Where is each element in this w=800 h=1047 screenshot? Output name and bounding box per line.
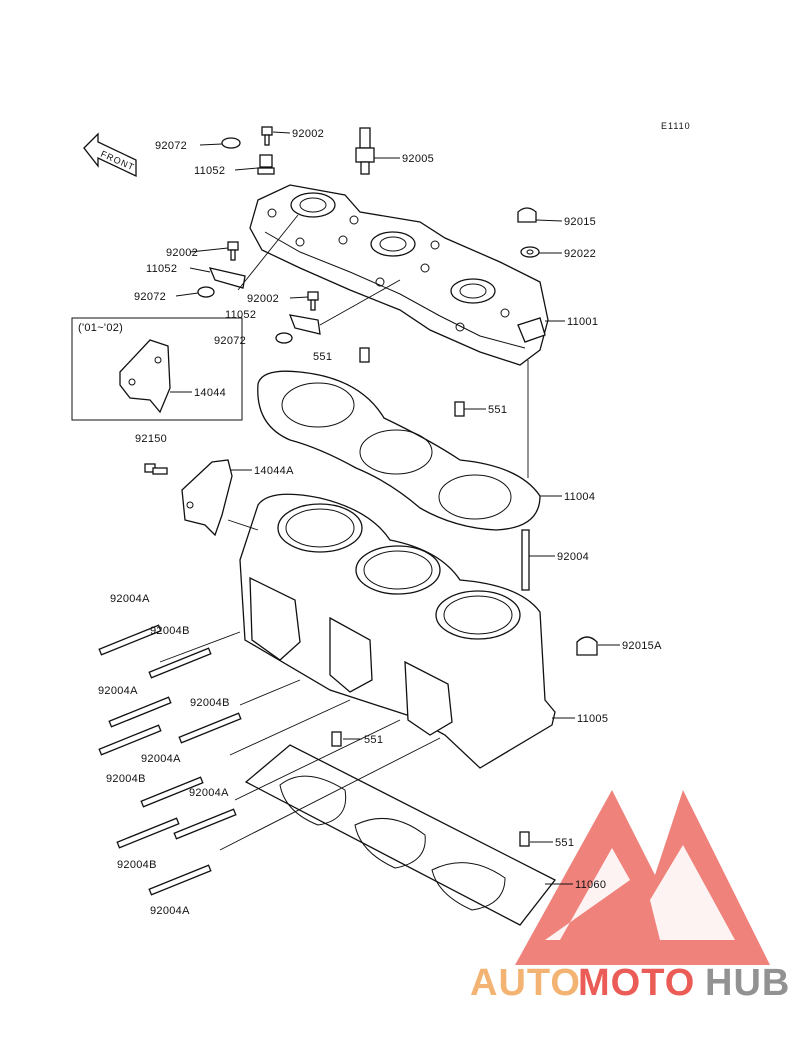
bolt-icon [307,291,319,311]
stud-icon [148,864,212,896]
callout-14044: 14044 [194,387,226,399]
bracket-icon [181,459,233,537]
callout-92004A: 92004A [141,753,181,765]
callout-92072: 92072 [214,335,246,347]
stud-icon [148,647,212,679]
callout-92072: 92072 [134,291,166,303]
cylinder-block [239,493,556,769]
callout-92002: 92002 [292,128,324,140]
bracket-icon [208,267,246,289]
callout-92002: 92002 [166,247,198,259]
callout-11052: 11052 [225,309,256,321]
dowel-pin-icon [519,831,530,847]
callout-11052: 11052 [146,263,177,275]
callout-92150: 92150 [135,433,167,445]
bracket-icon [119,339,171,414]
callout-92072: 92072 [155,140,187,152]
callout-92004A: 92004A [98,685,138,697]
bolt-icon [144,463,168,475]
callout-92015A: 92015A [622,640,662,652]
watermark-auto: AUTO [470,962,581,1004]
inset-label: ('01~'02) [78,322,123,334]
callout-14044A: 14044A [254,465,294,477]
callout-92004A: 92004A [150,905,190,917]
cylinder-head [249,184,549,366]
bolt-icon [261,126,273,146]
stud-icon [98,624,162,656]
spark-plug-icon [355,127,375,175]
callout-92005: 92005 [402,153,434,165]
stud-icon [108,696,172,728]
callout-92022: 92022 [564,248,596,260]
diagram-code: E1110 [661,121,691,131]
dowel-pin-icon [359,347,370,363]
clip-icon [197,286,215,298]
callout-11005: 11005 [577,713,608,725]
base-gasket [244,744,556,926]
clip-icon [221,137,241,149]
callout-92004B: 92004B [190,697,230,709]
callout-11052: 11052 [194,165,225,177]
stud-icon [173,808,237,840]
callout-92002: 92002 [247,293,279,305]
head-gasket [257,370,541,531]
inset-box [71,317,243,421]
callout-551: 551 [488,404,507,416]
callout-11001: 11001 [567,316,598,328]
studs-group [98,624,242,896]
dowel-pin-icon [331,731,342,747]
front-arrow-icon: FRONT [83,132,137,178]
washer-icon [520,246,540,258]
callout-11004: 11004 [564,491,595,503]
callout-11060: 11060 [575,879,606,891]
stud-icon [140,776,204,808]
watermark-hub: HUB [705,962,790,1004]
stud-icon [98,724,162,756]
callout-92004B: 92004B [150,625,190,637]
bracket-icon [257,154,275,175]
bracket-icon [288,314,321,335]
callout-551: 551 [313,351,332,363]
callout-551: 551 [364,734,383,746]
callout-92004B: 92004B [117,859,157,871]
callout-92004A: 92004A [189,787,229,799]
callout-92004: 92004 [557,551,589,563]
clip-icon [275,332,293,344]
callout-551: 551 [555,837,574,849]
stud-icon [521,529,530,591]
callout-92004A: 92004A [110,593,150,605]
cap-nut-icon [517,207,537,223]
watermark-logo-icon [515,790,770,965]
callout-92015: 92015 [564,216,596,228]
callout-92004B: 92004B [106,773,146,785]
cap-nut-icon [576,636,598,656]
leader-lines [159,131,620,885]
stud-icon [116,817,180,849]
bolt-icon [227,241,239,261]
watermark-moto: MOTO [578,962,695,1004]
watermark-text: AUTO MOTO HUB [470,962,790,1004]
stud-icon [178,712,242,744]
dowel-pin-icon [454,401,465,417]
